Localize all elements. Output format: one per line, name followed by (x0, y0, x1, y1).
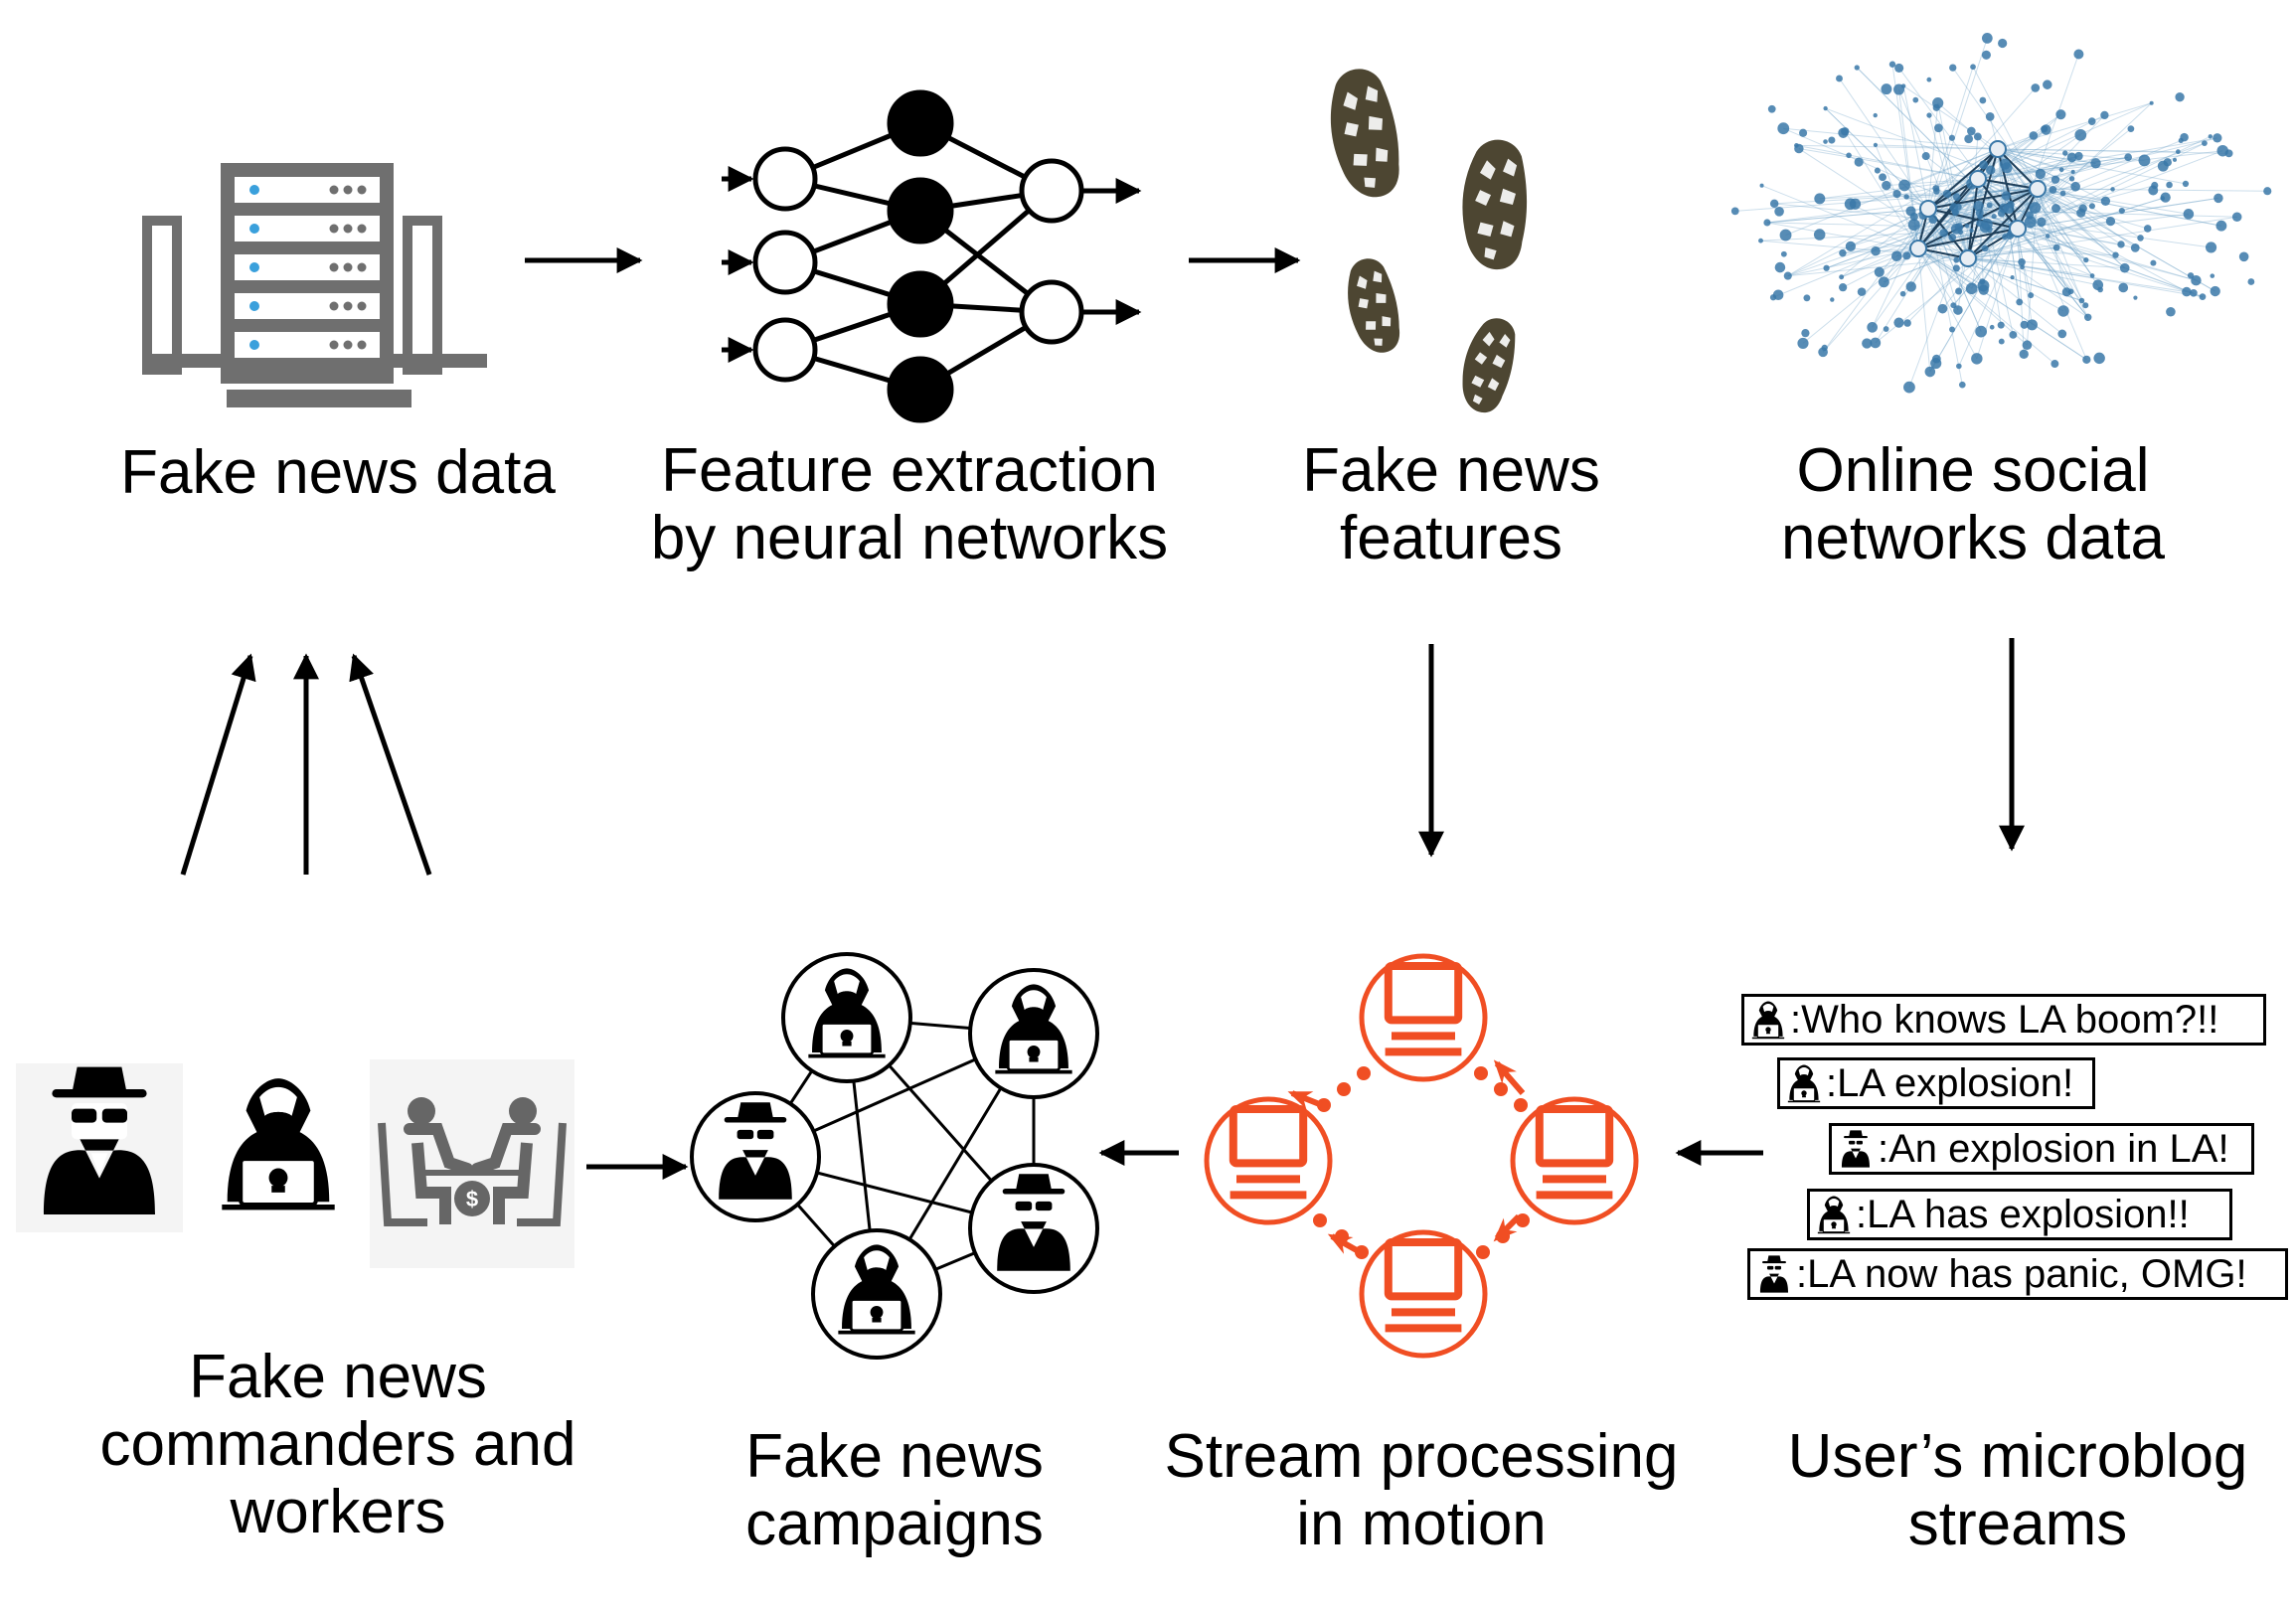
campaign-member (690, 1091, 821, 1222)
spy-icon (1841, 1130, 1871, 1168)
microblog-post: :An explosion in LA! (1829, 1123, 2254, 1175)
label-feature-extraction: Feature extraction by neural networks (650, 436, 1169, 572)
post-text: :LA has explosion!! (1856, 1192, 2190, 1236)
label-microblog-streams: User’s microblog streams (1787, 1422, 2248, 1558)
monitor-icon (1510, 1096, 1639, 1225)
campaign-network (690, 952, 1099, 1360)
server-slots (235, 177, 380, 358)
monitor-icon (1359, 953, 1488, 1082)
post-text: :LA explosion! (1826, 1060, 2074, 1105)
campaign-member (968, 968, 1099, 1099)
social-network-graph-icon (1730, 33, 2272, 394)
label-campaigns: Fake news campaigns (745, 1422, 1044, 1558)
commanders-workers-icons: $ (16, 1059, 574, 1268)
svg-text:$: $ (466, 1187, 478, 1211)
stream-processing-ring (1204, 953, 1639, 1359)
neural-network-icon (722, 89, 1142, 423)
footprints-icon (1325, 66, 1535, 418)
monitor-icon (1359, 1229, 1488, 1359)
hacker-icon (1751, 1000, 1785, 1040)
monitor-icon (1204, 1096, 1333, 1225)
label-commanders-workers: Fake news commanders and workers (99, 1343, 576, 1546)
campaign-member (811, 1228, 942, 1360)
post-text: :Who knows LA boom?!! (1790, 997, 2219, 1042)
label-fake-news-data: Fake news data (120, 438, 556, 507)
microblog-post: :Who knows LA boom?!! (1741, 994, 2266, 1046)
campaign-member (968, 1163, 1099, 1294)
campaign-member (781, 952, 912, 1083)
label-fake-news-features: Fake news features (1302, 436, 1600, 572)
post-text: :An explosion in LA! (1878, 1126, 2229, 1171)
hacker-icon (1787, 1063, 1821, 1103)
microblog-post: :LA has explosion!! (1807, 1189, 2232, 1240)
microblog-post: :LA now has panic, OMG! (1747, 1248, 2288, 1300)
label-stream-processing: Stream processing in motion (1164, 1422, 1679, 1558)
server-icon (142, 163, 487, 407)
spy-icon (1759, 1255, 1789, 1293)
arrows-workers-to-data (180, 653, 432, 876)
post-text: :LA now has panic, OMG! (1796, 1251, 2247, 1296)
microblog-post: :LA explosion! (1777, 1057, 2095, 1109)
label-online-social-networks: Online social networks data (1781, 436, 2165, 572)
bribe-deal-icon: $ (378, 1097, 567, 1226)
hacker-icon (1817, 1195, 1851, 1234)
